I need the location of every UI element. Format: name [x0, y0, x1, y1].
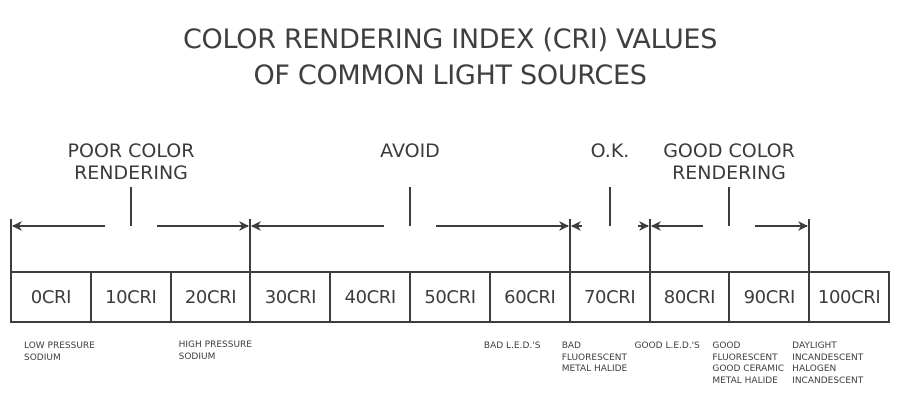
category-label-line-1: GOOD COLOR — [663, 140, 795, 162]
category-label-line-2: RENDERING — [672, 162, 786, 184]
light-source-line: SODIUM — [178, 351, 216, 362]
light-source-line: BAD — [561, 341, 581, 351]
light-source-line: SODIUM — [24, 352, 61, 363]
scale-box — [10, 271, 890, 323]
category-good-color-rendering: GOOD COLOR RENDERING — [629, 140, 829, 184]
light-source-line: INCANDESCENT — [792, 352, 864, 363]
light-source-line: DAYLIGHT — [792, 341, 837, 351]
light-source-line: METAL HALIDE — [712, 375, 778, 386]
category-ok: O.K. — [575, 140, 645, 162]
light-source-line: GOOD CERAMIC — [712, 364, 785, 374]
scale-cell-label: 30CRI — [264, 287, 317, 308]
light-source-line: METAL HALIDE — [561, 364, 628, 374]
light-source-line: HALOGEN — [792, 364, 837, 374]
diagram-title-line-1: COLOR RENDERING INDEX (CRI) VALUES — [182, 24, 718, 55]
scale-cell-label: 0CRI — [30, 287, 72, 308]
category-avoid: AVOID — [330, 140, 490, 162]
light-source-line: GOOD L.E.D.'S — [634, 341, 700, 351]
category-label-line-2: RENDERING — [74, 162, 188, 184]
category-label-line-1: POOR COLOR — [67, 140, 195, 162]
light-source-line: GOOD — [712, 341, 741, 351]
category-poor-color-rendering: POOR COLOR RENDERING — [31, 140, 231, 184]
light-source-line: BAD L.E.D.'S — [483, 341, 541, 351]
category-label-line-1: O.K. — [590, 140, 630, 162]
scale-cell-label: 10CRI — [105, 287, 157, 308]
category-label-line-1: AVOID — [380, 140, 440, 162]
scale-cell-label: 100CRI — [817, 287, 881, 308]
diagram-title-line-2: OF COMMON LIGHT SOURCES — [253, 60, 647, 91]
scale-cell-label: 80CRI — [663, 287, 716, 308]
light-source-line: HIGH PRESSURE — [178, 340, 252, 350]
scale-cell-label: 70CRI — [583, 287, 636, 308]
light-source-label: BAD L.E.D.'S — [484, 341, 541, 353]
scale-cell-label: 20CRI — [184, 287, 237, 308]
light-source-line: FLUORESCENT — [561, 352, 627, 363]
light-source-line: LOW PRESSURE — [24, 341, 95, 351]
scale-cell-label: 90CRI — [743, 287, 796, 308]
scale-cell-label: 60CRI — [504, 287, 556, 308]
scale-cell-label: 40CRI — [344, 287, 397, 308]
scale-cell-label: 50CRI — [424, 287, 476, 308]
light-source-label: GOOD L.E.D.'S — [635, 341, 700, 353]
light-source-line: INCANDESCENT — [792, 375, 864, 386]
light-source-line: FLUORESCENT — [712, 352, 778, 363]
